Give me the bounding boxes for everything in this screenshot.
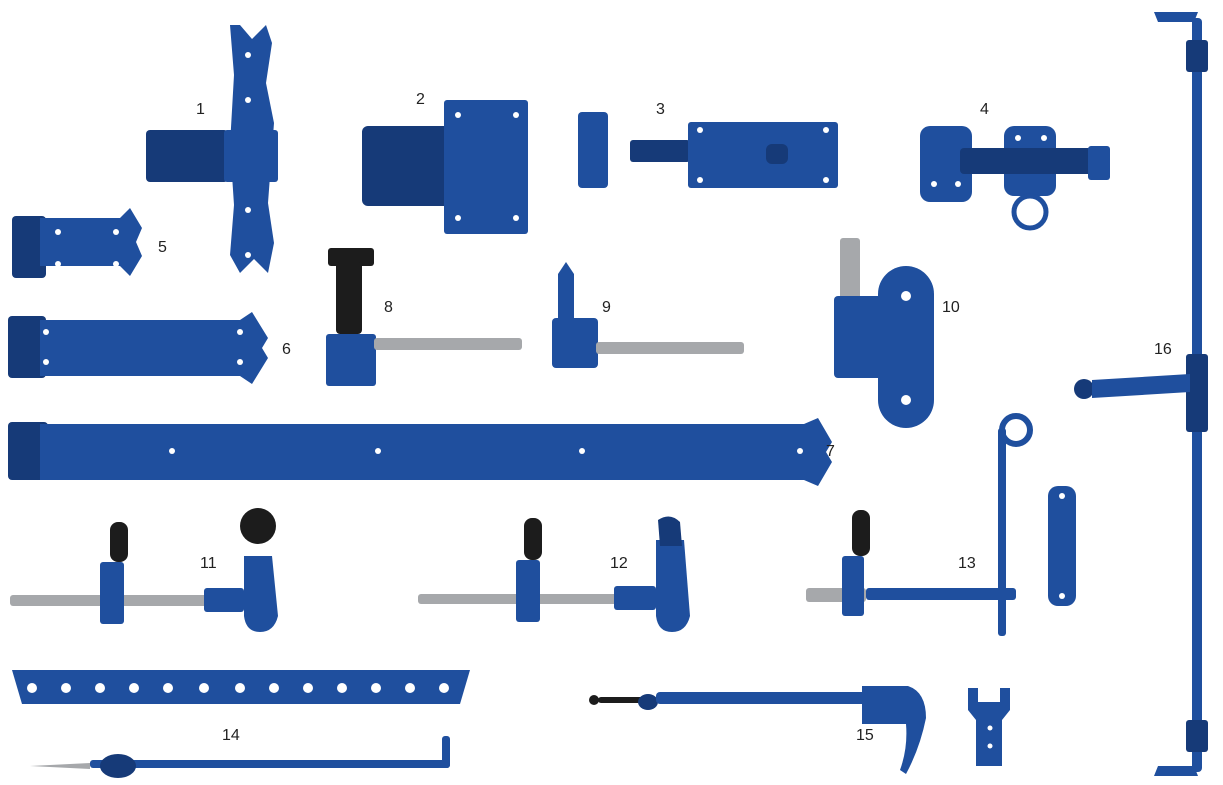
item-strap-bracket	[1048, 486, 1076, 606]
item-7-long-strap	[8, 418, 832, 486]
label-5: 5	[158, 239, 167, 256]
item-1-t-hinge	[146, 25, 278, 273]
item-12-shutter-holdback-head	[418, 516, 690, 632]
label-10: 10	[942, 299, 960, 316]
label-12: 12	[610, 555, 628, 572]
label-16: 16	[1154, 341, 1172, 358]
label-9: 9	[602, 299, 611, 316]
label-7: 7	[826, 443, 835, 460]
label-2: 2	[416, 91, 425, 108]
item-15-cabin-hook	[589, 686, 926, 774]
label-11: 11	[200, 555, 217, 572]
label-4: 4	[980, 101, 989, 118]
item-13-shutter-holdback-hook	[806, 413, 1033, 636]
label-1: 1	[196, 101, 205, 118]
label-14: 14	[222, 727, 240, 744]
label-3: 3	[656, 101, 665, 118]
label-13: 13	[958, 555, 976, 572]
item-14-perforated-bar-and-hook	[12, 670, 470, 778]
item-8-pintle-bolt	[326, 248, 522, 386]
item-5-small-strap	[12, 208, 142, 278]
item-16-espagnolette	[1074, 12, 1208, 776]
item-clip	[968, 688, 1010, 766]
item-4-ring-latch	[920, 126, 1110, 231]
label-8: 8	[384, 299, 393, 316]
item-9-pintle-threaded	[552, 262, 744, 368]
item-11-shutter-holdback	[10, 508, 278, 632]
item-6-medium-strap	[8, 312, 268, 384]
label-15: 15	[856, 727, 874, 744]
item-3-bolt-latch	[578, 112, 838, 188]
label-6: 6	[282, 341, 291, 358]
item-10-pin-plate	[834, 238, 934, 428]
item-2-hinge-plate	[362, 100, 528, 234]
